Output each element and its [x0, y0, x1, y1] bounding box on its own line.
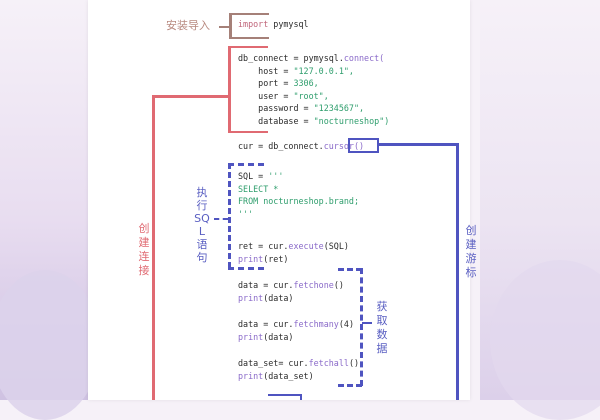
connection-vertical-line [152, 95, 155, 400]
decorative-cloud-left [0, 270, 100, 420]
connection-connector [152, 95, 229, 98]
code-cursor-line: cur = db_connect.cursor() [238, 141, 365, 151]
diagram-panel [88, 0, 470, 400]
import-bracket-bottom [229, 37, 269, 39]
import-bracket-top [229, 13, 269, 15]
import-bracket-left [229, 13, 232, 39]
label-create-cursor: 创建游标 [465, 224, 477, 279]
fetch-bracket-bottom [338, 384, 362, 387]
decorative-cloud-right [490, 260, 600, 420]
cursor-connector-top [379, 143, 459, 146]
execute-bracket-top [228, 163, 264, 166]
label-install-import: 安装导入 [166, 19, 210, 32]
execute-connector [214, 218, 228, 220]
label-create-connection: 创建连接 [138, 222, 150, 277]
code-fetchmany-block: data = cur.fetchmany(4) print(data) [238, 319, 354, 342]
execute-bracket-bottom [228, 267, 264, 270]
label-execute-sql: 执行SQL语句 [194, 186, 210, 264]
code-sql-block: SQL = ''' SELECT * FROM nocturneshop.bra… [238, 171, 360, 219]
label-fetch-data: 获取数据 [376, 300, 388, 355]
fetch-connector [362, 322, 372, 324]
connection-bracket-bottom [228, 131, 268, 133]
cursor-vertical-line [456, 143, 459, 400]
connection-bracket-top [228, 46, 268, 48]
fetch-bracket-top [338, 268, 362, 271]
bottom-bracket-right [300, 394, 302, 400]
code-connect-block: db_connect = pymysql.connect( host = "12… [238, 53, 390, 126]
execute-bracket-left [228, 163, 234, 268]
code-execute-block: ret = cur.execute(SQL) print(ret) [238, 241, 349, 264]
connection-bracket-left [228, 46, 231, 133]
code-fetchall-block: data_set= cur.fetchall() print(data_set) [238, 358, 360, 381]
bottom-bracket-top [268, 394, 302, 396]
cursor-highlight-box [348, 138, 379, 153]
fetch-bracket-right [360, 268, 366, 386]
code-import-line: import pymysql [238, 19, 309, 29]
import-connector [219, 26, 229, 28]
code-fetchone-block: data = cur.fetchone() print(data) [238, 280, 344, 303]
